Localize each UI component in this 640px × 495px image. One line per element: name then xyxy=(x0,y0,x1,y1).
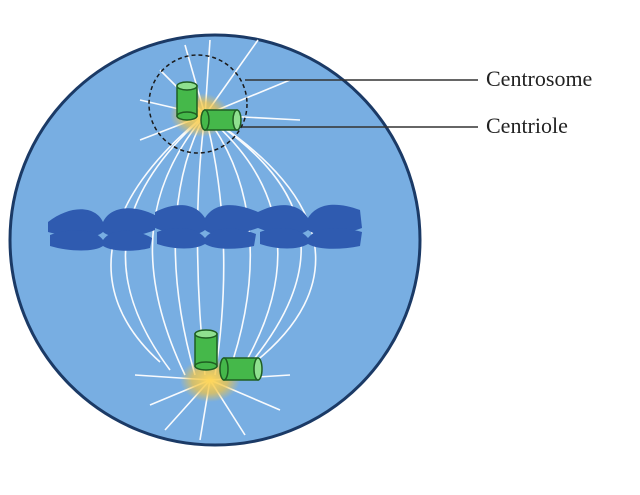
centriole-horizontal xyxy=(219,357,263,381)
chromosome xyxy=(48,208,155,251)
chromosome xyxy=(258,204,362,249)
centriole-pair-bottom xyxy=(194,329,263,381)
centriole-label: Centriole xyxy=(486,113,568,138)
chromosome xyxy=(155,205,258,249)
centriole-vertical xyxy=(176,81,198,121)
centrosome-boundary xyxy=(148,54,248,154)
centriole-horizontal xyxy=(200,109,242,131)
centrosome-label: Centrosome xyxy=(486,66,593,91)
centriole-pair-top xyxy=(176,81,242,131)
chromosomes xyxy=(48,204,362,251)
centriole-vertical xyxy=(194,329,218,371)
